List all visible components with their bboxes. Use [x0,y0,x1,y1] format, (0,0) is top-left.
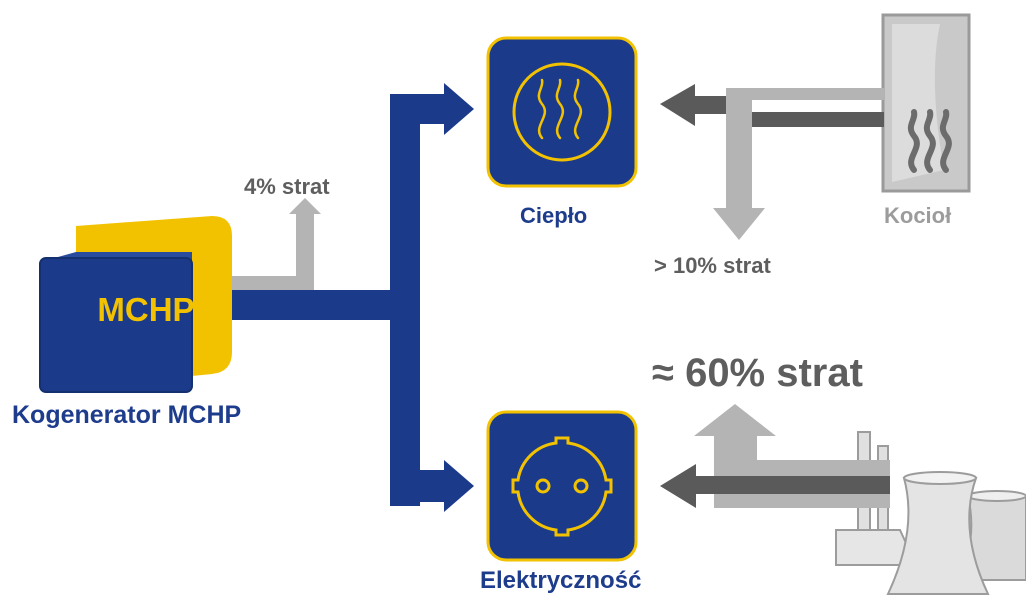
boiler-heat-flow [660,84,884,240]
heat-waves-icon [537,78,583,140]
electricity-label: Elektryczność [480,567,642,594]
boiler-label: Kocioł [884,203,952,228]
mchp-unit-label: MCHP [97,291,194,328]
mchp-cube-icon: MCHP [39,216,232,393]
heat-label: Ciepło [520,203,588,228]
electricity-box [486,410,638,562]
cogenerator-label: Kogenerator MCHP [12,401,242,429]
cogenerator-loss-label: 4% strat [244,174,330,199]
power-socket-icon [511,436,613,537]
heat-box [486,36,638,188]
plant-loss-label: ≈ 60% strat [652,351,863,395]
power-plant-icon [835,431,1026,595]
plant-electricity-flow [660,404,890,508]
boiler-icon [881,13,971,193]
mchp-flow-network [232,83,474,512]
boiler-loss-label: > 10% strat [654,253,771,278]
